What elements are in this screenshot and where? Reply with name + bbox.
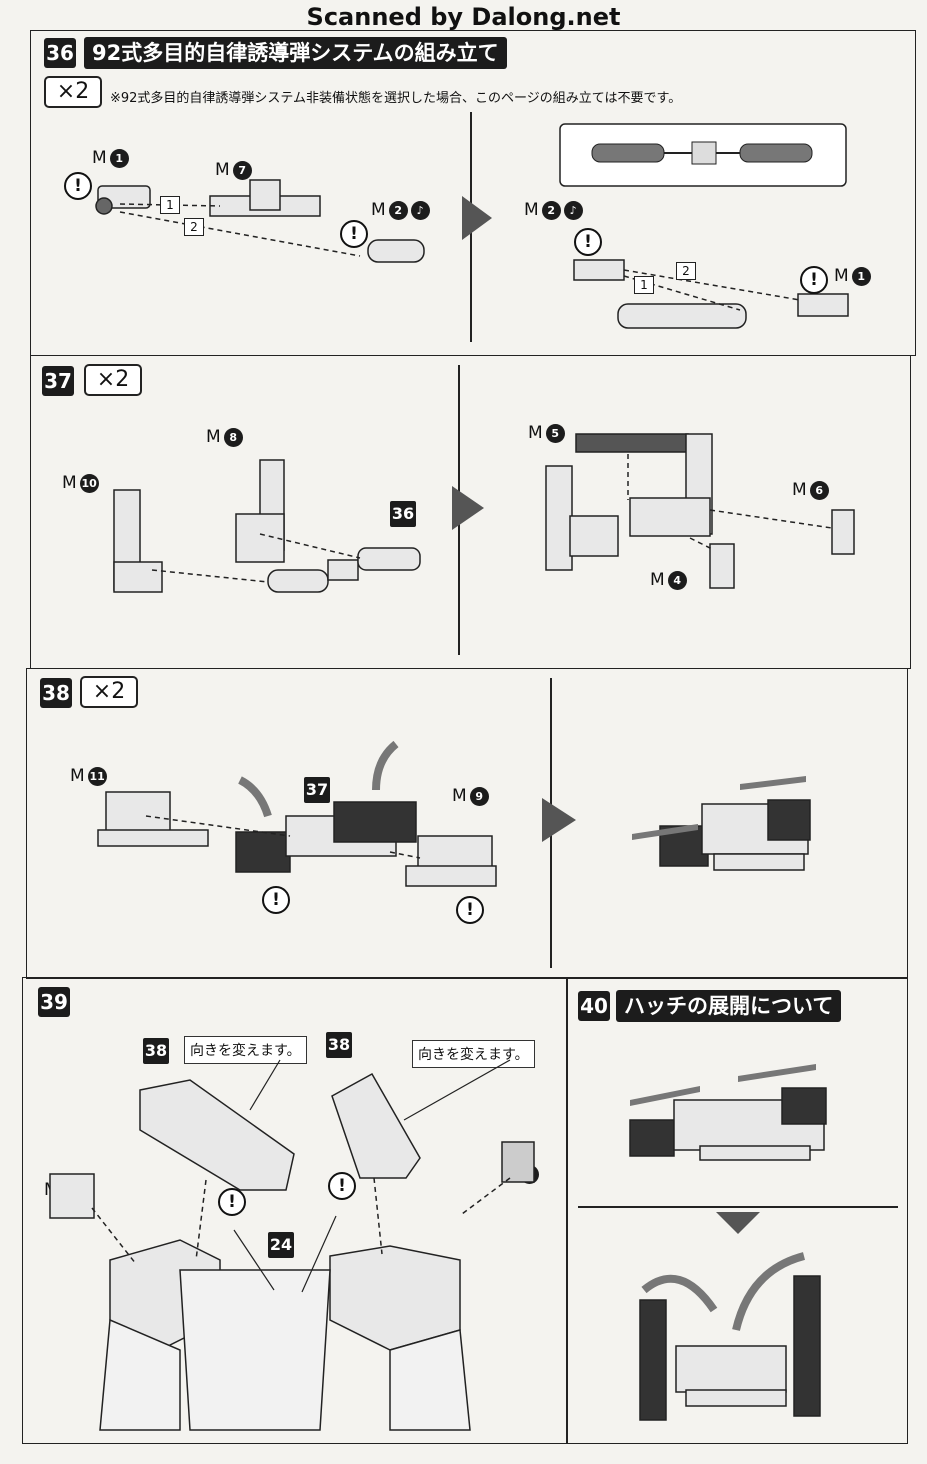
arrow-down-icon xyxy=(716,1212,760,1234)
ref-step-36: 36 xyxy=(390,501,416,527)
step39-diagram xyxy=(49,1059,535,1431)
panel-step40 xyxy=(566,977,908,1444)
step-title-40: ハッチの展開について xyxy=(616,990,842,1022)
m-prefix: M xyxy=(206,427,221,447)
m11-badge: 11 xyxy=(87,766,107,786)
m-prefix: M xyxy=(834,266,849,286)
warning-icon: ! xyxy=(328,1172,356,1200)
callout-change-orientation-right: 向きを変えます。 xyxy=(412,1040,535,1068)
step-number-40: 40 xyxy=(578,991,610,1021)
arrow-right-icon xyxy=(452,486,484,530)
m10-badge: 10 xyxy=(79,473,99,493)
m5-badge: 5 xyxy=(545,423,565,443)
warning-icon: ! xyxy=(218,1188,246,1216)
m-prefix: M xyxy=(371,200,386,220)
m-prefix: M xyxy=(452,786,467,806)
ref-step-38-left: 38 xyxy=(143,1038,169,1064)
m2-badge: 2 xyxy=(388,200,408,220)
callout-change-orientation-left: 向きを変えます。 xyxy=(184,1036,307,1064)
warning-icon: ! xyxy=(262,886,290,914)
step-title-36: 92式多目的自律誘導弾システムの組み立て xyxy=(84,37,507,69)
m4-badge: 4 xyxy=(667,570,687,590)
step-number-38: 38 xyxy=(40,678,72,708)
ref-step-37: 37 xyxy=(304,777,330,803)
divider-40 xyxy=(578,1206,898,1208)
step40-top-diagram xyxy=(629,1064,827,1161)
step38-right-diagram xyxy=(632,776,811,871)
step38-left-diagram xyxy=(97,740,497,887)
multiplier-38: ×2 xyxy=(80,676,138,708)
panel-step39 xyxy=(22,977,568,1444)
m-prefix: M xyxy=(62,473,77,493)
m-prefix: M xyxy=(528,423,543,443)
cement-icon: ♪ xyxy=(410,200,430,220)
step-number-37: 37 xyxy=(42,366,74,396)
m9-badge: 9 xyxy=(469,786,489,806)
step36-left-diagram xyxy=(95,179,425,263)
step36-note: ※92式多目的自律誘導弾システム非装備状態を選択した場合、このページの組み立ては… xyxy=(110,91,682,106)
step37-right-diagram xyxy=(545,433,855,589)
m2-badge: 2 xyxy=(541,200,561,220)
seq-step-1: 1 xyxy=(160,196,180,214)
m1-badge: 1 xyxy=(851,266,871,286)
watermark: Scanned by Dalong.net xyxy=(306,3,621,31)
warning-icon: ! xyxy=(456,896,484,924)
seq-step-1: 1 xyxy=(634,276,654,294)
m-prefix: M xyxy=(215,160,230,180)
warning-icon: ! xyxy=(64,172,92,200)
m8-badge: 8 xyxy=(223,427,243,447)
m1-badge: 1 xyxy=(109,148,129,168)
multiplier-37: ×2 xyxy=(84,364,142,396)
warning-icon: ! xyxy=(574,228,602,256)
cement-icon: ♪ xyxy=(563,200,583,220)
m-prefix: M xyxy=(70,766,85,786)
arrow-right-icon xyxy=(542,798,576,842)
ref-step-38-right: 38 xyxy=(326,1032,352,1058)
step-number-36: 36 xyxy=(44,38,76,68)
m6-badge: 6 xyxy=(809,480,829,500)
warning-icon: ! xyxy=(800,266,828,294)
ref-step-24: 24 xyxy=(268,1232,294,1258)
m-prefix: M xyxy=(650,570,665,590)
step40-bottom-diagram xyxy=(639,1252,821,1421)
m-prefix: M xyxy=(92,148,107,168)
arrow-right-icon xyxy=(462,196,492,240)
part-m2 xyxy=(367,239,425,263)
m-prefix: M xyxy=(792,480,807,500)
seq-step-2: 2 xyxy=(184,218,204,236)
panel-step38 xyxy=(26,668,908,979)
step-number-39: 39 xyxy=(38,987,70,1017)
step36-right-diagram xyxy=(559,123,849,329)
step37-left-diagram xyxy=(113,459,421,593)
m7-badge: 7 xyxy=(232,160,252,180)
seq-step-2: 2 xyxy=(676,262,696,280)
warning-icon: ! xyxy=(340,220,368,248)
multiplier-36: ×2 xyxy=(44,76,102,108)
m-prefix: M xyxy=(524,200,539,220)
